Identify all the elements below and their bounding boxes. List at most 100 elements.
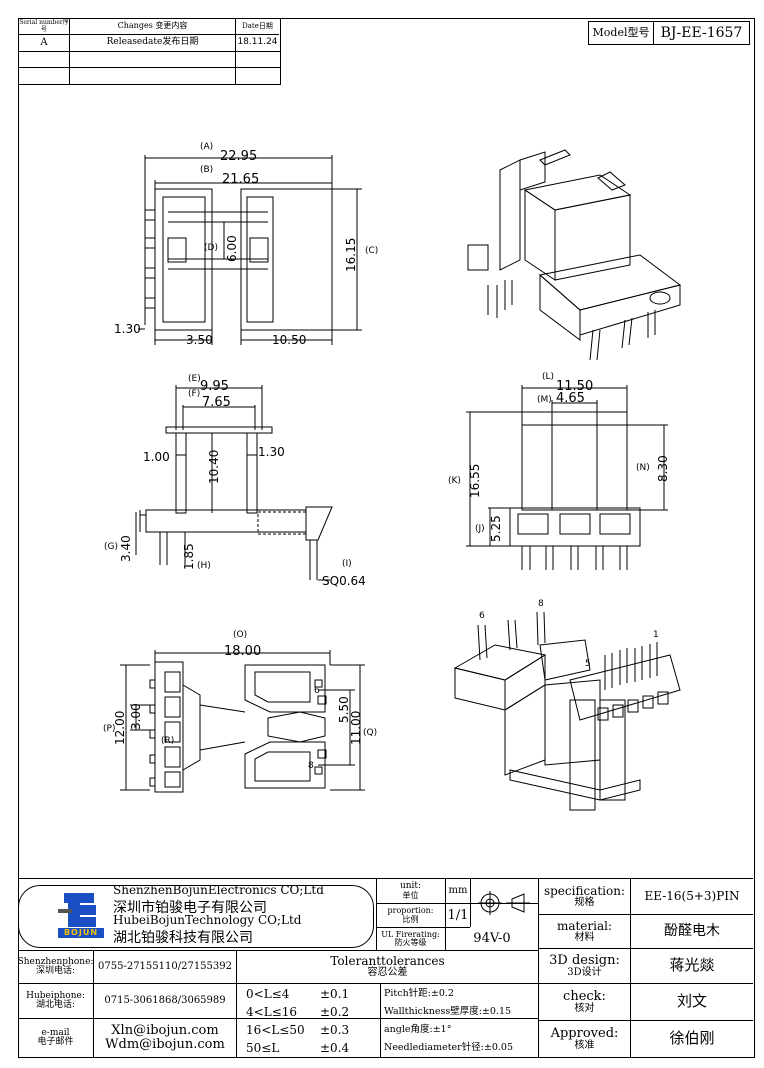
front-view [466,385,668,570]
dim-value-b: 21.65 [222,172,259,187]
dim-label-r: (R) [161,736,174,746]
dim-value-p: 12.00 [113,711,127,745]
dim-value-n: 8.30 [656,455,670,482]
dim-label-d: (D) [204,243,218,253]
tol-value: ±0.1 [320,987,350,1001]
sz-phone-value: 0755-27155110/27155392 [98,960,232,972]
change-row-desc: Releasedate发布日期 [106,37,199,48]
tolerance-title: Toleranttolerances [330,954,445,969]
top-view [138,155,362,345]
model-label: Model型号 [589,22,654,44]
dim-value-q: 5.50 [337,696,351,723]
sz-phone-label: Shenzhenphone: [17,956,94,967]
dim-value-m: 4.65 [556,391,585,406]
dim-label-n: (N) [636,463,650,473]
bojun-logo-icon [58,893,104,938]
iso-pin-5: 5 [585,659,591,669]
ul-label: UL Firerating: [381,929,440,939]
dim-label-j: (J) [475,524,485,534]
proportion-label-cn: 比例 [402,914,419,924]
design-value: 蒋光燚 [669,956,715,975]
spec-value: EE-16(5+3)PIN [644,889,740,904]
hb-phone-value: 0715-3061868/3065989 [104,994,226,1006]
design-label-cn: 3D设计 [567,966,602,978]
title-block: BOJUN ShenzhenBojunElectronics CO;Ltd 深圳… [18,878,753,1057]
email-1[interactable]: Xln@ibojun.com [111,1023,219,1039]
spec-label: specification: [543,883,626,898]
technical-drawings: (A) 22.95 (B) 21.65 (C) 16.15 (D) 6.00 1… [103,142,682,811]
model-value: BJ-EE-1657 [660,24,743,41]
bottom-view [120,650,365,793]
dim-value-c: 16.15 [344,238,358,272]
hb-phone-label: Hubeiphone: [26,990,85,1001]
spec-label-cn: 规格 [574,896,595,908]
tol-value: ±0.2 [320,1005,350,1019]
dim-label-o: (O) [233,630,247,640]
drawing-frame [18,18,755,1058]
dim-label-i: (I) [342,559,352,569]
dim-value-1050: 10.50 [272,333,306,347]
dim-label-c: (C) [365,246,378,256]
notes-list: Pitch针距:±0.2 Wallthickness壁厚度:±0.15 angl… [384,985,538,1057]
company2-cn: 湖北铂骏科技有限公司 [113,930,253,946]
company1-cn: 深圳市铂骏电子有限公司 [113,900,267,916]
design-label: 3D design: [549,952,620,968]
dim-value-qq: 11.00 [349,711,363,745]
dim-value-350: 3.50 [186,333,213,347]
tol-value: ±0.3 [320,1023,350,1037]
check-label: check: [563,988,606,1004]
change-header-changes: Changes 变更内容 [117,21,188,31]
dim-label-m: (M) [537,395,552,405]
tolerance-title-cn: 容忍公差 [367,967,408,979]
dim-value-e: 9.95 [200,379,229,394]
dim-label-a: (A) [200,142,213,152]
dim-value-3: 3.00 [129,703,143,730]
dim-value-i: SQ0.64 [322,574,366,588]
dim-value-o: 18.00 [224,644,261,659]
approved-label-cn: 核准 [574,1039,595,1051]
tol-range: 0<L≤4 [246,987,290,1001]
bottom-pin-8: 8 [308,761,314,771]
note-pitch: Pitch针距:±0.2 [384,988,454,999]
change-row-date: 18.11.24 [237,37,278,48]
company1-en: ShenzhenBojunElectronics CO;Ltd [113,883,324,897]
unit-label: unit: [399,881,422,892]
model-box: Model型号 BJ-EE-1657 [588,21,750,45]
check-label-cn: 核对 [574,1002,595,1014]
dim-value-k: 16.55 [468,464,482,498]
email-2[interactable]: Wdm@ibojun.com [105,1037,225,1052]
material-label: material: [556,918,613,933]
tol-range: 16<L≤50 [246,1023,305,1037]
change-header-date: Date日期 [242,21,273,30]
logo-text: BOJUN [63,928,99,937]
dim-value-j: 5.25 [489,515,503,542]
iso-pin-8: 8 [538,599,544,609]
dim-label-p: (P) [103,724,115,734]
dim-value-f: 7.65 [202,395,231,410]
iso-view-top [467,149,682,361]
dim-value-a: 22.95 [220,149,257,164]
dim-value-d: 6.00 [225,235,239,262]
iso-pin-6: 6 [479,611,485,621]
unit-value: mm [448,884,468,896]
dim-label-h: (H) [197,561,211,571]
note-wall: Wallthickness壁厚度:±0.15 [384,1006,512,1017]
dim-value-h: 1.85 [182,543,196,570]
iso-pin-1: 1 [653,630,659,640]
sz-phone-label-cn: 深圳电话: [35,966,76,976]
dim-value-130-side: 1.30 [258,445,285,459]
approved-label: Approved: [550,1025,619,1041]
check-value: 刘文 [676,992,707,1011]
dim-label-b: (B) [200,165,213,175]
dim-label-f: (F) [188,389,200,399]
dim-label-k: (K) [448,476,461,486]
dim-label-l: (L) [542,372,554,382]
dim-value-1040: 10.40 [207,450,221,484]
ul-label-cn: 防火等级 [394,938,427,947]
bottom-pin-6: 6 [314,686,320,696]
dim-value-100: 1.00 [143,450,170,464]
side-view [135,385,333,581]
note-angle: angle角度:±1° [384,1024,452,1035]
dim-label-q: (Q) [363,728,377,738]
tolerance-list: 0<L≤4±0.1 4<L≤16±0.2 16<L≤50±0.3 50≤L±0.… [246,985,376,1057]
